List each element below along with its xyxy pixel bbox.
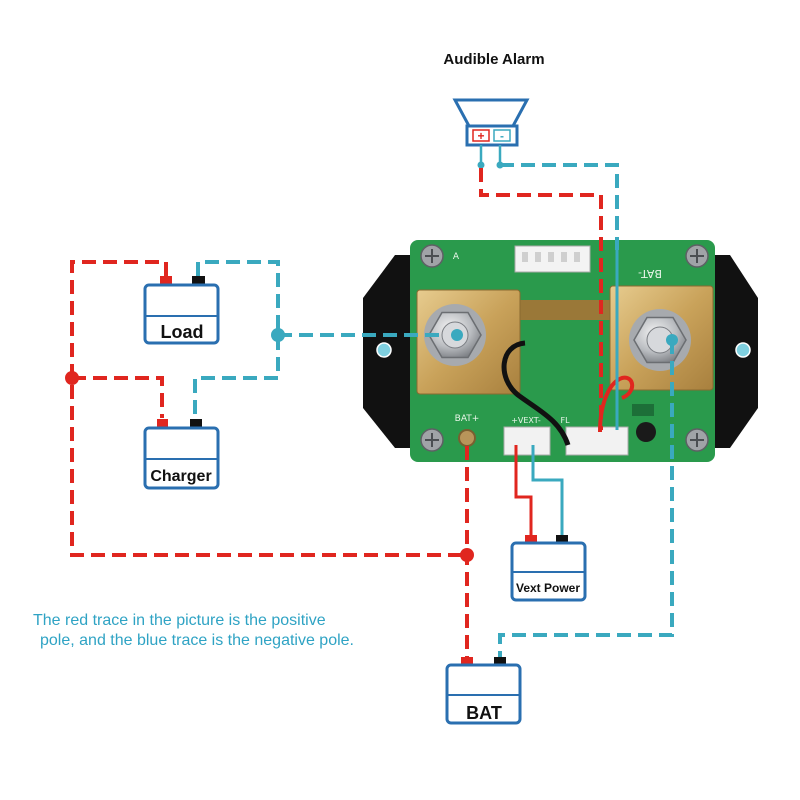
charger-label: Charger bbox=[150, 468, 211, 485]
screw-icon-top-right bbox=[685, 244, 709, 268]
alarm-plus-marker bbox=[472, 129, 490, 142]
positive-wire-load-to-bus bbox=[70, 260, 467, 557]
charger-negative-terminal bbox=[190, 419, 202, 428]
bolt-icon-right bbox=[629, 309, 691, 371]
vext-positive-terminal bbox=[525, 535, 537, 543]
charger-positive-terminal bbox=[157, 419, 168, 428]
bat-label: BAT bbox=[466, 703, 502, 723]
screw-cross bbox=[425, 249, 439, 263]
bat-box: BAT bbox=[445, 657, 522, 725]
pcb-label-a: A bbox=[453, 252, 460, 262]
pcb-label-bat-plus: BAT+ bbox=[455, 414, 480, 424]
screw-icon-bottom-left bbox=[420, 428, 444, 452]
load-box-frame bbox=[143, 283, 220, 345]
negative-wire-load-charger bbox=[193, 260, 280, 418]
positive-wire-alarm bbox=[479, 168, 603, 430]
pcb-label-fl: FL bbox=[560, 416, 570, 425]
screw-cross bbox=[425, 433, 439, 447]
case-mounting-hole-left bbox=[376, 342, 392, 358]
speaker-horn bbox=[452, 98, 530, 128]
shunt-resistor-strip bbox=[515, 300, 615, 320]
load-negative-terminal bbox=[192, 276, 205, 285]
vext-connector bbox=[503, 426, 551, 456]
pcb-component bbox=[632, 404, 654, 416]
bat-negative-terminal bbox=[494, 657, 506, 665]
positive-wire-vext bbox=[514, 445, 533, 535]
screw-cross bbox=[690, 249, 704, 263]
charger-box: Charger bbox=[143, 419, 220, 490]
connector-pin bbox=[548, 252, 554, 262]
alarm-plus-lead-end bbox=[477, 161, 485, 169]
load-positive-terminal bbox=[160, 276, 172, 285]
caption-line-2: pole, and the blue trace is the negative… bbox=[40, 632, 354, 649]
negative-wire-alarm bbox=[500, 163, 619, 250]
connector-pin bbox=[522, 252, 528, 262]
negative-wire-bat bbox=[498, 340, 674, 657]
alarm-minus-label: - bbox=[500, 129, 504, 143]
audible-alarm: Audible Alarm + - bbox=[443, 51, 545, 169]
sense-connector bbox=[565, 426, 629, 456]
vext-label: Vext Power bbox=[516, 581, 580, 595]
legend-caption: The red trace in the picture is the posi… bbox=[33, 612, 354, 649]
vext-power-box: Vext Power bbox=[510, 535, 587, 602]
onboard-black-wire bbox=[501, 340, 571, 446]
vext-negative-terminal bbox=[556, 535, 568, 543]
bat-plus-terminal bbox=[458, 429, 476, 447]
positive-wire-charger bbox=[72, 376, 164, 418]
transistor bbox=[636, 422, 656, 442]
screw-icon-bottom-right bbox=[685, 428, 709, 452]
negative-bolt-node bbox=[666, 334, 678, 346]
connector-pin bbox=[574, 252, 580, 262]
negative-junction-node bbox=[271, 328, 285, 342]
connector-pin bbox=[561, 252, 567, 262]
positive-junction-node bbox=[65, 371, 79, 385]
top-connector bbox=[514, 245, 591, 273]
positive-wiring bbox=[65, 168, 603, 657]
bat-positive-terminal bbox=[461, 657, 473, 665]
positive-junction-node bbox=[460, 548, 474, 562]
case-mounting-hole-right bbox=[735, 342, 751, 358]
caption-line-1: The red trace in the picture is the posi… bbox=[33, 612, 326, 629]
screw-cross bbox=[690, 433, 704, 447]
alarm-minus-marker bbox=[493, 129, 511, 142]
pcb-label-vext: +VEXT- bbox=[511, 416, 541, 425]
negative-wire-vext bbox=[531, 445, 564, 535]
speaker-icon bbox=[452, 98, 530, 147]
alarm-plus-label: + bbox=[477, 129, 484, 143]
connector-pin bbox=[535, 252, 541, 262]
load-label: Load bbox=[161, 322, 204, 342]
alarm-title: Audible Alarm bbox=[443, 51, 544, 68]
negative-bolt-node bbox=[451, 329, 463, 341]
negative-wiring bbox=[193, 163, 678, 657]
shunt-module: A BAT- BAT+ +VEXT- FL bbox=[363, 240, 758, 462]
load-box: Load bbox=[143, 276, 220, 345]
screw-icon-top-left bbox=[420, 244, 444, 268]
pcb-label-bat-minus: BAT- bbox=[638, 267, 662, 280]
